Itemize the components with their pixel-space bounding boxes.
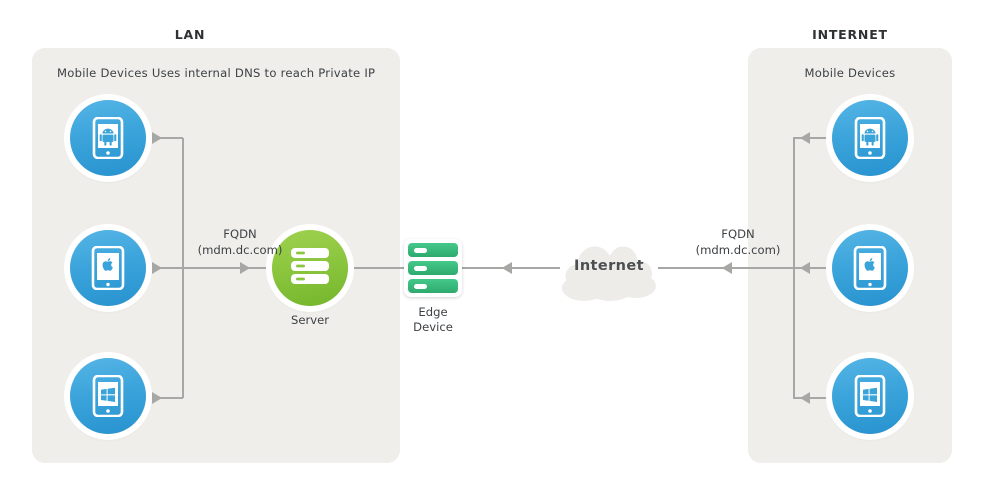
- cloud-to-internet-arrow-icon: [722, 262, 732, 274]
- lan-stub-windows: [148, 397, 183, 399]
- lan-arrow-android-icon: [152, 132, 162, 144]
- fqdn-lan-line2: (mdm.dc.com): [197, 243, 283, 257]
- lan-device-windows[interactable]: [70, 358, 146, 434]
- internet-arrow-apple-icon: [800, 262, 810, 274]
- fqdn-label-lan: FQDN (mdm.dc.com): [185, 226, 295, 258]
- lan-trunk-to-server: [182, 267, 274, 269]
- edge-device-label-line1: Edge: [418, 305, 448, 319]
- apple-tablet-icon: [90, 246, 126, 290]
- lan-stub-android: [148, 137, 183, 139]
- fqdn-lan-line1: FQDN: [223, 227, 257, 241]
- apple-tablet-icon: [852, 246, 888, 290]
- fqdn-internet-line1: FQDN: [721, 227, 755, 241]
- fqdn-label-internet: FQDN (mdm.dc.com): [678, 226, 798, 258]
- lan-arrow-apple-icon: [152, 262, 162, 274]
- internet-device-apple[interactable]: [832, 230, 908, 306]
- lan-zone-title: LAN: [174, 27, 206, 42]
- internet-arrow-android-icon: [800, 132, 810, 144]
- lan-zone-caption: Mobile Devices Uses internal DNS to reac…: [57, 66, 376, 80]
- internet-zone-caption: Mobile Devices: [804, 66, 896, 80]
- lan-arrow-to-server-icon: [240, 262, 250, 274]
- fqdn-internet-line2: (mdm.dc.com): [695, 243, 781, 257]
- server-icon: [289, 246, 331, 290]
- internet-arrow-windows-icon: [800, 392, 810, 404]
- lan-arrow-windows-icon: [152, 392, 162, 404]
- server-node[interactable]: [272, 230, 348, 306]
- internet-cloud-label: Internet: [574, 258, 644, 274]
- lan-stub-apple: [148, 267, 183, 269]
- edge-device-label-line2: Device: [413, 320, 453, 334]
- windows-phone-icon: [91, 375, 125, 417]
- internet-cloud-node[interactable]: [550, 228, 668, 308]
- edge-device-bar-1: [408, 243, 458, 257]
- internet-zone-title: INTERNET: [812, 27, 888, 42]
- edge-device-node[interactable]: [404, 239, 462, 297]
- android-phone-icon: [91, 117, 125, 159]
- edge-to-cloud-arrow-icon: [502, 262, 512, 274]
- internet-stub-android: [793, 137, 832, 139]
- windows-phone-icon: [853, 375, 887, 417]
- internet-device-android[interactable]: [832, 100, 908, 176]
- server-to-edge-line: [346, 267, 406, 269]
- internet-stub-apple: [793, 267, 832, 269]
- server-label: Server: [290, 313, 330, 327]
- edge-device-bar-2: [408, 261, 458, 275]
- edge-device-label: Edge Device: [383, 305, 483, 335]
- lan-device-apple[interactable]: [70, 230, 146, 306]
- cloud-icon: [550, 228, 668, 308]
- internet-stub-windows: [793, 397, 832, 399]
- lan-device-android[interactable]: [70, 100, 146, 176]
- internet-device-windows[interactable]: [832, 358, 908, 434]
- android-phone-icon: [853, 117, 887, 159]
- edge-device-bar-3: [408, 279, 458, 293]
